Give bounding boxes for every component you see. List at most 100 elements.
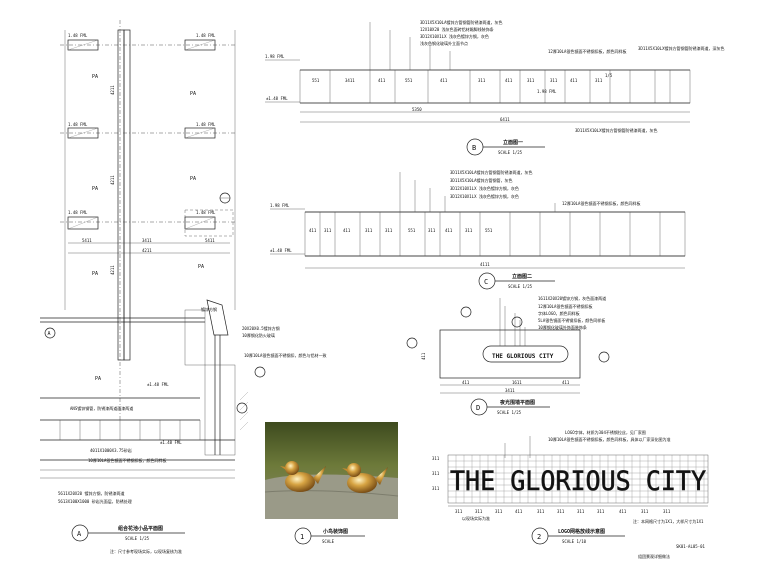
dim: 311 <box>595 78 603 83</box>
note: 字体LOGO，颜色同样板 <box>538 310 580 316</box>
view-scale: SCALE 1/25 <box>508 284 533 289</box>
note: 12厚10LA银色镜面不锈钢扣板，颜色同样板 <box>548 48 626 54</box>
callout-letter: A <box>48 331 51 337</box>
dim: 411 <box>505 78 513 83</box>
v-dim: 4211 <box>110 175 115 185</box>
bird-photo <box>264 422 399 519</box>
note: 12X10X20 浅灰色面砖铝材踢脚线装饰条 <box>420 26 494 32</box>
dim: 411 <box>378 78 386 83</box>
left-plan: 1.48 FML 1.48 FML 1.48 FML 1.48 FML 1.48… <box>40 20 326 554</box>
note: 10厚10LA银色镜面不锈钢扣，颜色与铝材一致 <box>244 352 326 358</box>
zone-label: PA <box>92 186 98 192</box>
note: 3D11X5X10LA镀锌方管钢管防锈漆两道，灰色 <box>450 169 533 175</box>
note: 12厚10LA银色镜面不锈钢扣板 <box>538 303 592 309</box>
zone-label: PA <box>92 74 98 80</box>
elevation-c: 411 311 411 311 311 551 311 411 311 551 … <box>270 169 686 290</box>
elev-mark: 1.98 FML <box>270 203 290 208</box>
dim: 311 <box>428 228 436 233</box>
v-dim: 4211 <box>110 265 115 275</box>
view-label: 2 <box>537 533 541 541</box>
note: 5613X100X1000 砂岩光面层，防锈处理 <box>58 498 132 504</box>
note: 3D11X5X10LX镀锌方管钢管防锈漆两道，灰色 <box>575 127 658 133</box>
dim-text: 5411 <box>205 238 215 243</box>
note: 20X20X0.5镀锌方钢 <box>242 325 280 331</box>
view-title: 小鸟装饰图 <box>323 528 348 535</box>
dim: 311 <box>641 509 649 514</box>
elev-tag: 1.48 FML <box>68 210 88 215</box>
dim: 411 <box>570 78 578 83</box>
note: 10厚10LA银色镜面不锈钢扣板，颜色同样板，具体以厂家深化图为准 <box>548 436 670 442</box>
dim: 311 <box>432 456 440 461</box>
elev-tag: 1.48 FML <box>196 122 216 127</box>
dim: 311 <box>324 228 332 233</box>
steel-column <box>117 29 125 361</box>
note: 10厚10LA银色镜面不锈钢扣板，颜色同样板 <box>88 457 166 463</box>
bird-sculpture-outline <box>206 299 229 336</box>
dim: 311 <box>495 509 503 514</box>
dim: 411 <box>343 228 351 233</box>
view-scale: SCALE 1/10 <box>562 539 587 544</box>
dim: 411 <box>515 509 523 514</box>
note: ANS镀锌钢管，防锈漆两道面漆两道 <box>70 405 133 411</box>
dim: 311 <box>597 509 605 514</box>
elev-tag: 1.48 FML <box>196 210 216 215</box>
dim: 311 <box>478 78 486 83</box>
dim: 411 <box>445 228 453 233</box>
elev-tag: 1.48 FML <box>68 33 88 38</box>
note: 3D11X5X10LA镀锌方管钢管，灰色 <box>450 177 513 183</box>
note: 3D12X10X1LX 浅灰色镀锌方钢，灰色 <box>420 33 489 39</box>
zone-label: PA <box>95 376 101 382</box>
dim: 311 <box>365 228 373 233</box>
dim: 311 <box>550 78 558 83</box>
dim: 411 <box>309 228 317 233</box>
note: 5LA银色镜面不锈钢扣板，颜色同样板 <box>538 317 605 323</box>
sign-frame <box>482 345 569 363</box>
dim: 311 <box>455 509 463 514</box>
dim: 311 <box>527 78 535 83</box>
note: 10厚钢化防火玻璃 <box>242 332 275 338</box>
elevation-b: 551 3411 411 551 411 311 411 311 311 411… <box>265 19 725 156</box>
dim: 6411 <box>500 117 510 122</box>
view-label: D <box>476 404 480 412</box>
view-scale: SCALE 1/25 <box>497 410 522 415</box>
view-title: 夜光围墙平面图 <box>499 399 535 406</box>
dim: 411 <box>440 78 448 83</box>
note: 浅灰色钢化玻璃外立面节点 <box>420 40 468 46</box>
planter-row-1 <box>67 39 216 51</box>
dim: 551 <box>312 78 320 83</box>
dim: 551 <box>408 228 416 233</box>
note: 镀锌方钢 <box>201 306 217 312</box>
dim-text: 4211 <box>142 248 152 253</box>
elev-mark: ±1.48 FML <box>270 248 292 253</box>
dim: 311 <box>432 471 440 476</box>
dim: 411 <box>421 352 426 360</box>
dim-text: 3411 <box>142 238 152 243</box>
dim: 311 <box>432 486 440 491</box>
view-label: A <box>77 530 82 538</box>
note: 1611X20X20镀锌方钢，灰色面漆两道 <box>538 295 606 301</box>
elev-mark: ±1.48 FML <box>266 96 288 101</box>
v-dim: 4211 <box>110 85 115 95</box>
note: 3D11X5X10LA镀锌方管钢管防锈漆两道，灰色 <box>420 19 503 25</box>
view-scale: SCALE <box>322 539 335 544</box>
zone-label: PA <box>190 176 196 182</box>
dim: 411 <box>619 509 627 514</box>
dim: 311 <box>475 509 483 514</box>
dim: 551 <box>485 228 493 233</box>
view-title: 立面图一 <box>503 139 523 146</box>
view-title: 组合花池小品平面图 <box>118 525 163 532</box>
dim: 311 <box>557 509 565 514</box>
zone-label: PA <box>190 91 196 97</box>
elev-tag: 1.48 FML <box>68 122 88 127</box>
paving-hatch <box>40 397 235 479</box>
dim: 551 <box>405 78 413 83</box>
dim: 4111 <box>480 262 490 267</box>
elev-mark: ±1.48 FML <box>147 382 169 387</box>
logo-grid: THE GLORIOUS CITY 311 311 311 411 311 31… <box>432 429 709 545</box>
dim: 311 <box>577 509 585 514</box>
dim: 5350 <box>412 107 422 112</box>
dim: 311 <box>465 228 473 233</box>
steel-column-2 <box>123 29 131 361</box>
